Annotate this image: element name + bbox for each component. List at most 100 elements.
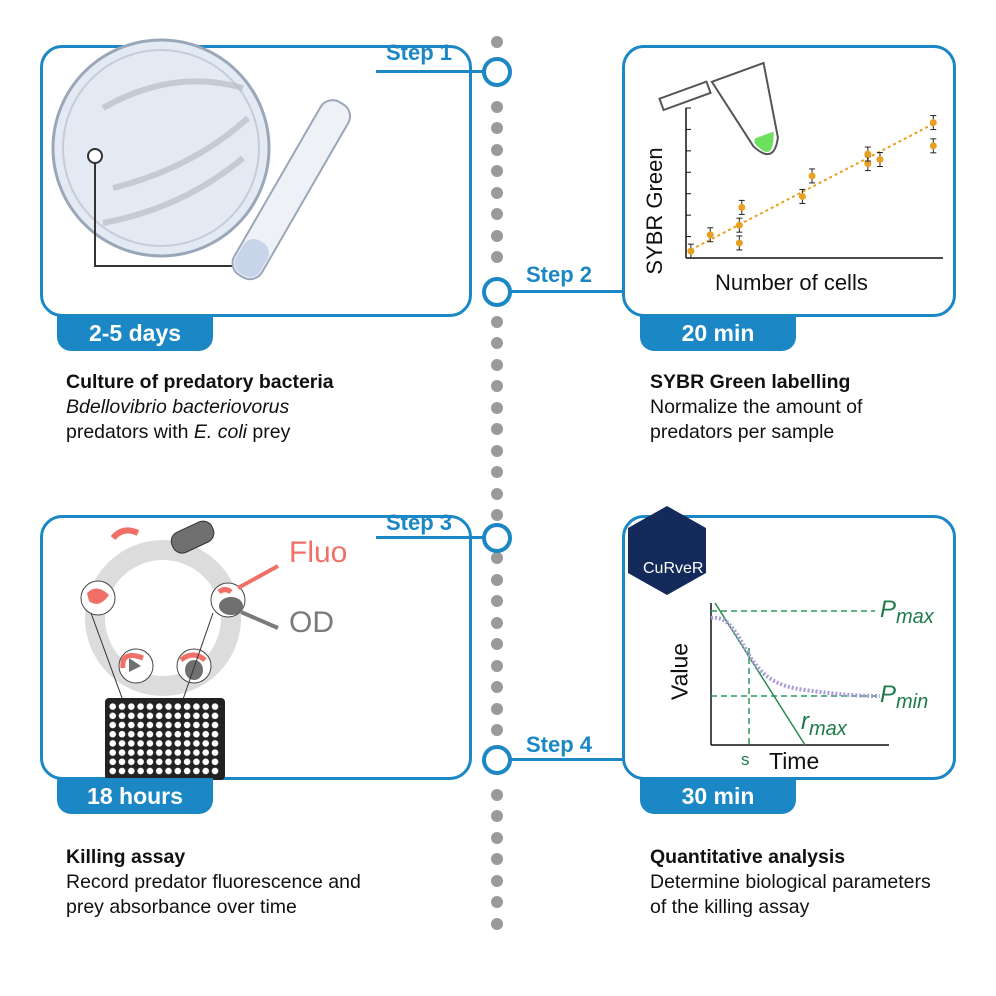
desc-text: predators with	[66, 421, 194, 443]
data-point	[929, 142, 937, 150]
timeline-dot	[491, 208, 503, 220]
data-point	[735, 221, 743, 229]
od-label: OD	[289, 606, 334, 639]
step2-label: Step 2	[526, 262, 593, 287]
step4-marker	[482, 745, 512, 775]
step2-duration: 20 min	[640, 315, 796, 351]
timeline-dot	[491, 681, 503, 693]
timeline-dot	[491, 466, 503, 478]
rmax-sub: max	[809, 717, 847, 740]
step1-title: Culture of predatory bacteria	[66, 371, 334, 393]
step3-title: Killing assay	[66, 846, 186, 868]
rmax-label: rmax	[801, 708, 847, 741]
pmax-label: Pmax	[880, 596, 934, 629]
data-point	[735, 239, 743, 247]
step1-connector	[376, 70, 486, 73]
prey-name: E. coli	[193, 421, 248, 443]
data-point	[738, 203, 746, 211]
pmin-label: Pmin	[880, 681, 928, 714]
data-point	[864, 160, 872, 168]
od-arrow	[240, 610, 279, 630]
timeline-dot	[491, 143, 503, 156]
step2-connector	[505, 290, 625, 293]
data-point	[864, 150, 872, 158]
value-axis-label: Value	[666, 642, 693, 701]
timeline-dot	[491, 788, 503, 801]
timeline-dot	[491, 853, 503, 865]
timeline-dot	[491, 229, 503, 242]
data-points	[710, 615, 881, 698]
trend-line	[690, 123, 934, 251]
step1-duration: 2-5 days	[57, 315, 213, 351]
step3-text: Record predator fluorescence and prey ab…	[66, 871, 361, 918]
step4-title: Quantitative analysis	[650, 846, 846, 868]
step3-description: Killing assay Record predator fluorescen…	[66, 845, 396, 920]
data-point	[876, 156, 884, 164]
timeline-dot	[491, 315, 503, 328]
timeline-dot	[491, 917, 503, 930]
data-point	[929, 119, 937, 127]
timeline-dot	[491, 831, 503, 844]
timeline-dot	[491, 358, 503, 371]
timeline-dot	[491, 595, 503, 607]
timeline-dot	[491, 810, 503, 822]
step2-box: Number of cells SYBR Green	[622, 45, 956, 317]
timeline-dot	[491, 165, 503, 177]
timeline-dot	[491, 552, 503, 564]
fluo-label: Fluo	[289, 536, 348, 569]
timeline-dot	[491, 874, 503, 887]
sybr-calibration-plot	[685, 107, 943, 259]
data-point	[706, 231, 714, 239]
data-point	[687, 247, 695, 255]
step4-duration: 30 min	[640, 778, 796, 814]
timeline-dot	[491, 896, 503, 908]
step1-description: Culture of predatory bacteria Bdellovibr…	[66, 370, 396, 445]
step3-marker	[482, 523, 512, 553]
timeline-dot	[491, 573, 503, 586]
curver-logo-text: CuRveR	[643, 560, 704, 577]
curver-logo	[628, 506, 706, 595]
step4-box: CuRveR Pmax Pmin rmax s Time Value	[622, 506, 956, 780]
pmin-sub: min	[896, 690, 929, 713]
timeline-dot	[491, 487, 503, 500]
timeline-dot	[491, 659, 503, 672]
timeline-dot	[491, 509, 503, 521]
step3-duration: 18 hours	[57, 778, 213, 814]
timeline-dot	[491, 444, 503, 457]
timeline-dot	[491, 724, 503, 736]
species-name: Bdellovibrio bacteriovorus	[66, 396, 290, 418]
s-label: s	[741, 750, 750, 769]
desc-text: prey	[247, 421, 291, 443]
timeline-dot	[491, 638, 503, 650]
pmin-symbol: P	[880, 681, 897, 708]
step1-marker	[482, 57, 512, 87]
y-axis-label: SYBR Green	[642, 147, 667, 275]
petri-dish-icon	[51, 38, 271, 258]
step1-label: Step 1	[386, 40, 453, 65]
x-axis-label: Number of cells	[715, 270, 868, 295]
data-point	[798, 192, 806, 200]
96-well-plate-icon	[105, 698, 225, 780]
step4-description: Quantitative analysis Determine biologic…	[650, 845, 940, 920]
data-point	[808, 172, 816, 180]
curve-fit-plot	[628, 506, 889, 746]
time-axis-label: Time	[769, 748, 820, 774]
step4-connector	[505, 758, 625, 761]
step2-text: Normalize the amount of predators per sa…	[650, 396, 863, 443]
timeline-dot	[491, 423, 503, 435]
timeline-dot	[491, 616, 503, 629]
pmax-sub: max	[896, 605, 934, 628]
rmax-symbol: r	[801, 708, 809, 735]
tube-icon	[658, 61, 779, 156]
predation-cycle-illustration	[80, 520, 279, 780]
timeline-dot	[491, 36, 503, 48]
timeline-dot	[491, 401, 503, 414]
timeline-dot	[491, 380, 503, 392]
step2-title: SYBR Green labelling	[650, 371, 851, 393]
timeline-dot	[491, 337, 503, 349]
timeline-dot	[491, 122, 503, 134]
timeline-dot	[491, 100, 503, 113]
pmax-symbol: P	[880, 596, 897, 623]
step2-marker	[482, 277, 512, 307]
